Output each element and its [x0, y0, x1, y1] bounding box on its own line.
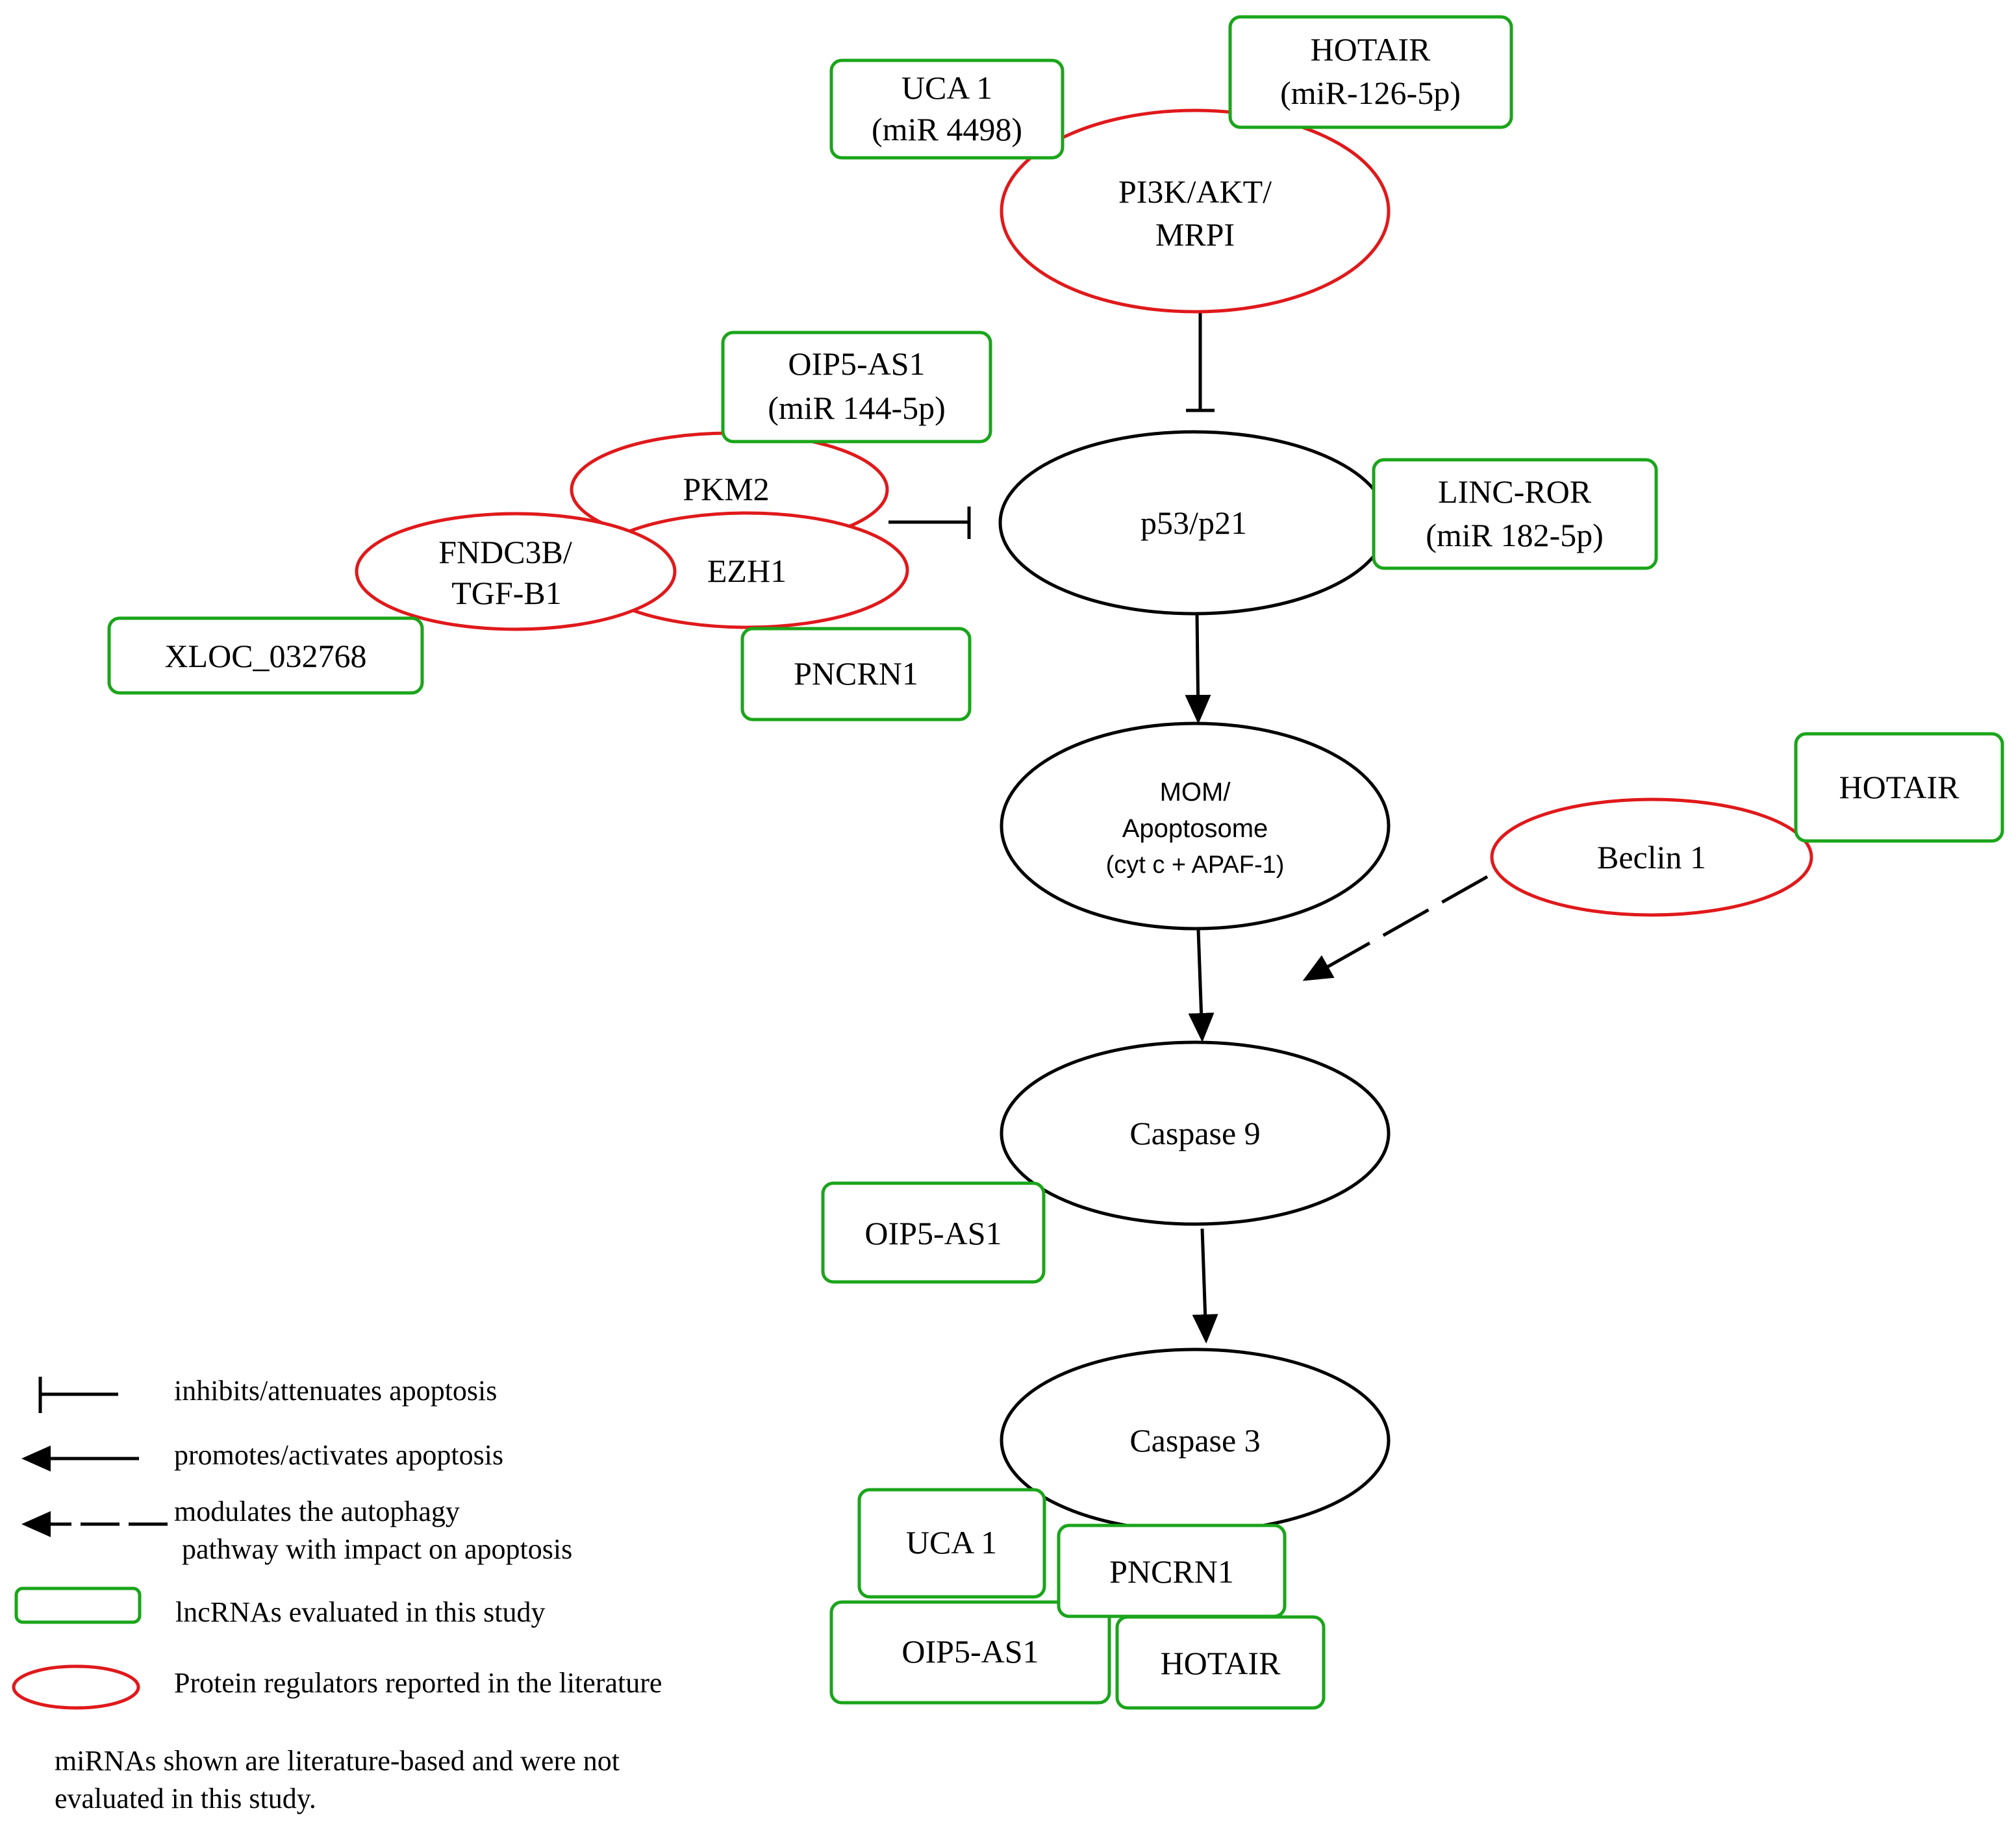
pi3k-to-p53-inhibition [1186, 313, 1215, 412]
uca1-bottom-label: UCA 1 [906, 1524, 997, 1561]
lncrna-hotair-beclin: HOTAIR [1794, 732, 2004, 843]
pkm2-label: PKM2 [683, 471, 769, 507]
uca1-top-line1: UCA 1 [901, 69, 992, 106]
pncrn1-bottom-label: PNCRN1 [1109, 1553, 1234, 1590]
lncrna-pncrn1-mid: PNCRN1 [740, 627, 972, 721]
beclin1-label: Beclin 1 [1597, 839, 1706, 875]
footnote: miRNAs shown are literature-based and we… [55, 1745, 620, 1814]
caspase9-to-caspase3-arrow [1192, 1228, 1218, 1344]
legend-protein-swatch [12, 1664, 140, 1710]
node-ezh1: EZH1 [585, 511, 909, 629]
uca1-top-line2: (miR 4498) [872, 111, 1022, 147]
pi3k-label-line1: PI3K/AKT/ [1118, 173, 1272, 210]
node-mom-apoptosome: MOM/ Apoptosome (cyt c + APAF-1) [1000, 721, 1391, 931]
lncrna-uca1-bottom: UCA 1 [857, 1488, 1046, 1599]
p53-to-mom-arrow [1185, 614, 1211, 724]
beclin1-autophagy-dashed-arrow [1302, 875, 1489, 981]
hotair-bottom-label: HOTAIR [1161, 1645, 1281, 1681]
pkm2-to-p53-inhibition [888, 507, 971, 539]
footnote-line2: evaluated in this study. [55, 1783, 316, 1814]
mom-label-line2: Apoptosome [1122, 814, 1268, 843]
xloc-label: XLOC_032768 [164, 638, 366, 674]
node-beclin1: Beclin 1 [1490, 797, 1813, 917]
lncrna-hotair-bottom: HOTAIR [1115, 1615, 1326, 1710]
oip5-casp9-label: OIP5-AS1 [864, 1215, 1002, 1251]
lncrna-oip5as1-mir144: OIP5-AS1 (miR 144-5p) [721, 331, 992, 444]
lncrna-oip5as1-caspase9: OIP5-AS1 [821, 1181, 1046, 1284]
oip5-top-line2: (miR 144-5p) [768, 390, 946, 426]
node-caspase9: Caspase 9 [1000, 1040, 1391, 1226]
node-pi3k-akt-mrpi: PI3K/AKT/ MRPI [1000, 108, 1391, 314]
lncrna-pncrn1-bottom: PNCRN1 [1057, 1523, 1287, 1618]
mom-label-line3: (cyt c + APAF-1) [1106, 851, 1285, 879]
pncrn1-mid-label: PNCRN1 [794, 655, 918, 692]
legend-modulates-text-line1: modulates the autophagy [174, 1496, 460, 1527]
caspase9-label: Caspase 9 [1129, 1115, 1260, 1151]
node-p53-p21: p53/p21 [998, 430, 1389, 616]
lncrna-xloc-032768: XLOC_032768 [107, 616, 424, 695]
legend-inhibits-text: inhibits/attenuates apoptosis [174, 1375, 497, 1407]
lncrna-oip5as1-bottom: OIP5-AS1 [829, 1600, 1111, 1705]
legend-inhibit-symbol [38, 1377, 118, 1413]
lncrna-hotair-mir126: HOTAIR (miR-126-5p) [1228, 15, 1513, 129]
legend: inhibits/attenuates apoptosis promotes/a… [12, 1375, 662, 1710]
hotair-beclin-label: HOTAIR [1839, 769, 1960, 805]
node-fndc3b-tgfb1: FNDC3B/ TGF-B1 [355, 512, 677, 631]
caspase3-label: Caspase 3 [1129, 1422, 1260, 1459]
mom-label-line1: MOM/ [1160, 778, 1231, 807]
lncrna-linc-ror-mir182: LINC-ROR (miR 182-5p) [1372, 458, 1658, 570]
hotair-top-line2: (miR-126-5p) [1280, 75, 1461, 111]
lncrna-uca1-mir4498: UCA 1 (miR 4498) [829, 58, 1065, 160]
legend-promotes-text: promotes/activates apoptosis [174, 1439, 503, 1471]
hotair-top-line1: HOTAIR [1311, 31, 1431, 68]
legend-lncrna-text: lncRNAs evaluated in this study [175, 1596, 546, 1628]
linc-ror-line2: (miR 182-5p) [1426, 517, 1604, 553]
legend-modulates-text-line2: pathway with impact on apoptosis [182, 1533, 572, 1565]
legend-protein-text: Protein regulators reported in the liter… [174, 1667, 662, 1699]
ezh1-label: EZH1 [707, 553, 787, 589]
p53-label: p53/p21 [1140, 505, 1247, 541]
legend-lncrna-swatch [14, 1586, 142, 1624]
fndc3b-label-line2: TGF-B1 [451, 575, 561, 611]
fndc3b-label-line1: FNDC3B/ [438, 534, 572, 570]
node-caspase3: Caspase 3 [1000, 1347, 1391, 1533]
oip5-bottom-label: OIP5-AS1 [901, 1633, 1039, 1670]
linc-ror-line1: LINC-ROR [1438, 473, 1592, 510]
pi3k-label-line2: MRPI [1155, 216, 1235, 253]
oip5-top-line1: OIP5-AS1 [788, 345, 925, 382]
mom-to-caspase9-arrow [1188, 929, 1215, 1042]
footnote-line1: miRNAs shown are literature-based and we… [55, 1745, 620, 1777]
